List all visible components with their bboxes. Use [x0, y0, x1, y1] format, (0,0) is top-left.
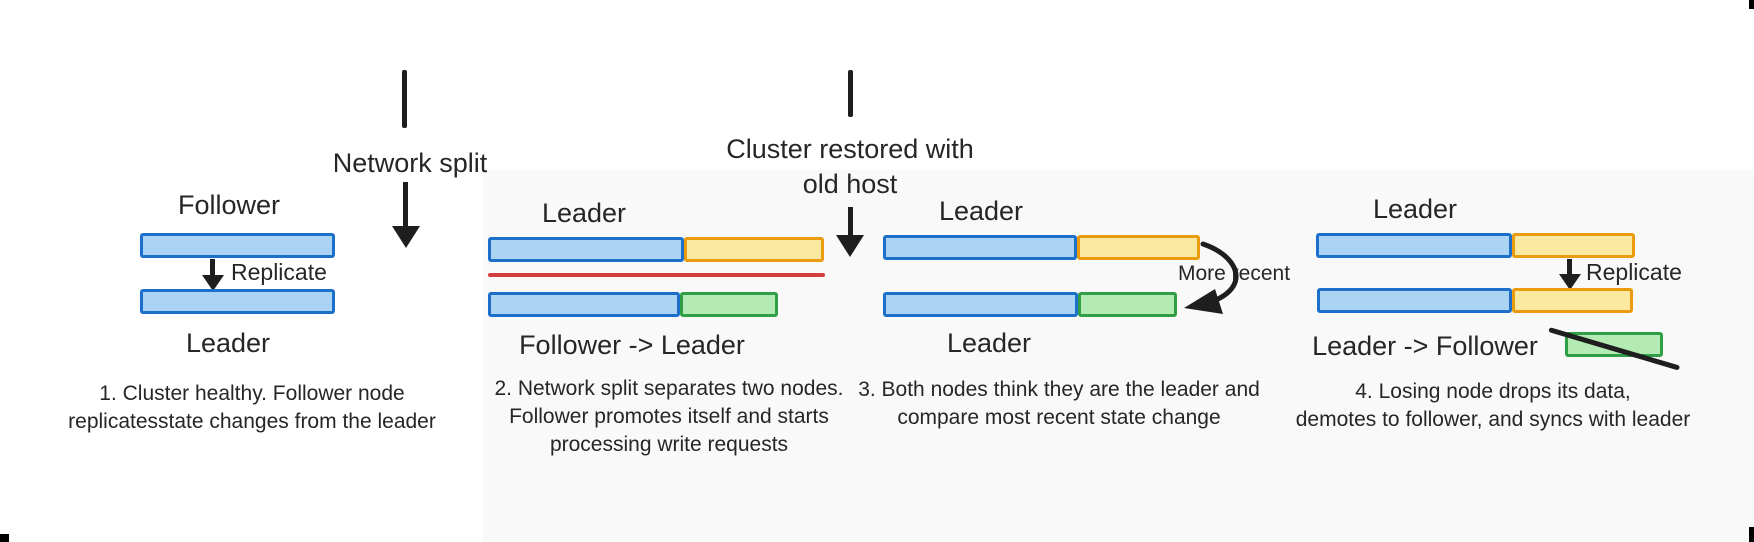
caption-line: 3. Both nodes think they are the leader …	[858, 378, 1260, 401]
cluster-restored-label-line1: Cluster restored with	[726, 134, 974, 164]
bar-segment-blue	[1317, 288, 1512, 313]
bar-segment-green	[1078, 292, 1177, 317]
panel-1-caption: 1. Cluster healthy. Follower node replic…	[52, 380, 452, 436]
bar-segment-yellow	[1077, 235, 1200, 260]
replicate-arrow-icon	[1567, 259, 1572, 274]
node-label-leader-bottom: Leader	[946, 328, 1032, 358]
node-label-follower: Follower	[177, 190, 281, 220]
node-label-leader: Leader	[541, 198, 627, 228]
bar-segment-blue	[140, 233, 335, 258]
bar-segment-blue	[488, 292, 680, 317]
down-arrow-head-icon	[836, 235, 864, 257]
bar-segment-yellow	[1512, 233, 1635, 258]
node-bar-leader	[140, 289, 335, 314]
background-panel	[483, 170, 1754, 542]
bar-segment-blue	[140, 289, 335, 314]
corner-mark-top-right	[1749, 0, 1754, 9]
node-bar-demoted-follower	[1317, 288, 1633, 313]
node-label-leader: Leader	[185, 328, 271, 358]
bar-segment-blue	[488, 237, 684, 262]
bar-segment-yellow	[684, 237, 824, 262]
panel-4-caption: 4. Losing node drops its data, demotes t…	[1283, 378, 1703, 434]
caption-line: Follower promotes itself and starts	[509, 405, 829, 428]
down-arrow-head-icon	[392, 226, 420, 248]
panel-3-caption: 3. Both nodes think they are the leader …	[849, 376, 1269, 432]
cluster-restored-label-line2: old host	[802, 169, 898, 199]
node-bar-promoted-follower	[488, 292, 778, 317]
corner-mark-bottom-left	[0, 534, 9, 542]
curved-arrow-icon	[1184, 241, 1239, 314]
network-split-label: Network split	[332, 148, 488, 178]
node-label-leader-to-follower: Leader -> Follower	[1312, 331, 1538, 361]
down-arrow-icon	[848, 207, 853, 235]
bar-segment-blue	[883, 235, 1077, 260]
replicate-label: Replicate	[231, 259, 327, 285]
cluster-restored-top-line	[848, 70, 853, 117]
down-arrow-icon	[403, 182, 408, 226]
replicate-arrow-head-icon	[202, 275, 224, 291]
bar-segment-blue	[1316, 233, 1512, 258]
replicate-label: Replicate	[1586, 259, 1682, 285]
node-label-follower-to-leader: Follower -> Leader	[519, 330, 745, 360]
replicate-arrow-icon	[210, 259, 215, 275]
caption-line: 2. Network split separates two nodes.	[494, 377, 844, 400]
node-bar-new-leader	[883, 292, 1177, 317]
corner-mark-bottom-right	[1749, 527, 1754, 542]
node-label-leader: Leader	[938, 196, 1024, 226]
caption-line: compare most recent state change	[897, 406, 1221, 429]
node-label-leader: Leader	[1372, 194, 1458, 224]
node-bar-leader	[1316, 233, 1635, 258]
panel-2-caption: 2. Network split separates two nodes. Fo…	[469, 375, 869, 459]
bar-segment-yellow	[1512, 288, 1633, 313]
caption-line: 1. Cluster healthy. Follower node	[99, 382, 405, 405]
replicate-arrow-head-icon	[1559, 274, 1581, 290]
bar-segment-green	[680, 292, 778, 317]
node-bar-follower	[140, 233, 335, 258]
caption-line: 4. Losing node drops its data,	[1355, 380, 1631, 403]
caption-line: demotes to follower, and syncs with lead…	[1295, 408, 1691, 431]
caption-line: replicatesstate changes from the leader	[68, 410, 436, 433]
node-bar-old-leader	[883, 235, 1200, 260]
network-split-divider-line	[488, 273, 825, 277]
bar-segment-blue	[883, 292, 1078, 317]
caption-line: processing write requests	[549, 433, 789, 456]
network-split-top-line	[402, 70, 407, 128]
cluster-restored-label: Cluster restored with old host	[725, 132, 975, 202]
node-bar-old-leader	[488, 237, 824, 262]
